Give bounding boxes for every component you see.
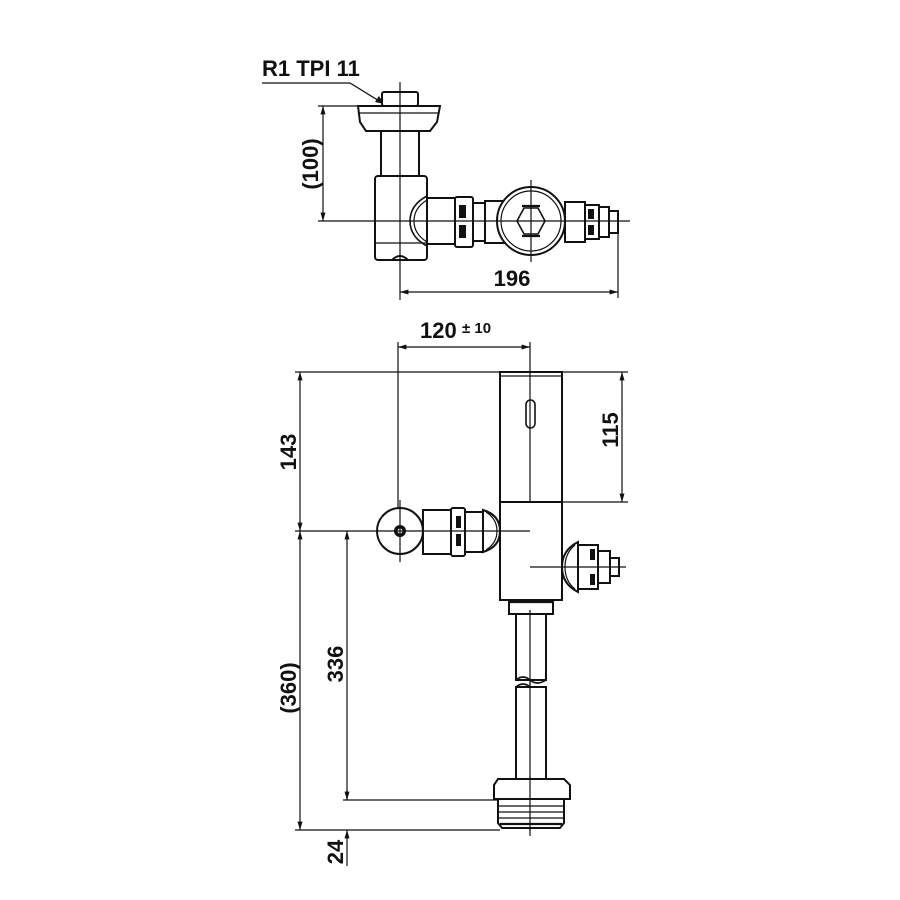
- dim-label-360: (360): [276, 662, 301, 713]
- flange: [356, 105, 442, 132]
- dim-label-100: (100): [298, 138, 323, 189]
- dim-label-196: 196: [494, 266, 531, 291]
- outlet-pipe-lower: [515, 686, 547, 780]
- dim-label-143: 143: [276, 434, 301, 471]
- spud-flange: [493, 778, 571, 800]
- front-view: 120 ± 10 115: [276, 318, 628, 866]
- tee-body: [374, 175, 428, 261]
- thread-leader-line: [262, 82, 385, 105]
- outlet-pipe-upper: [515, 613, 547, 681]
- top-view: R1 TPI 11: [262, 56, 630, 300]
- sensor-body: [499, 371, 563, 503]
- dim-label-336: 336: [323, 646, 348, 683]
- dim-label-24: 24: [323, 839, 348, 864]
- dim-tolerance-120: ± 10: [462, 320, 491, 337]
- thread-label: R1 TPI 11: [262, 56, 360, 81]
- dim-label-120: 120: [420, 318, 457, 343]
- dim-label-115: 115: [598, 412, 623, 448]
- coupling-nut: [454, 196, 474, 248]
- valve-lower-body: [499, 501, 563, 601]
